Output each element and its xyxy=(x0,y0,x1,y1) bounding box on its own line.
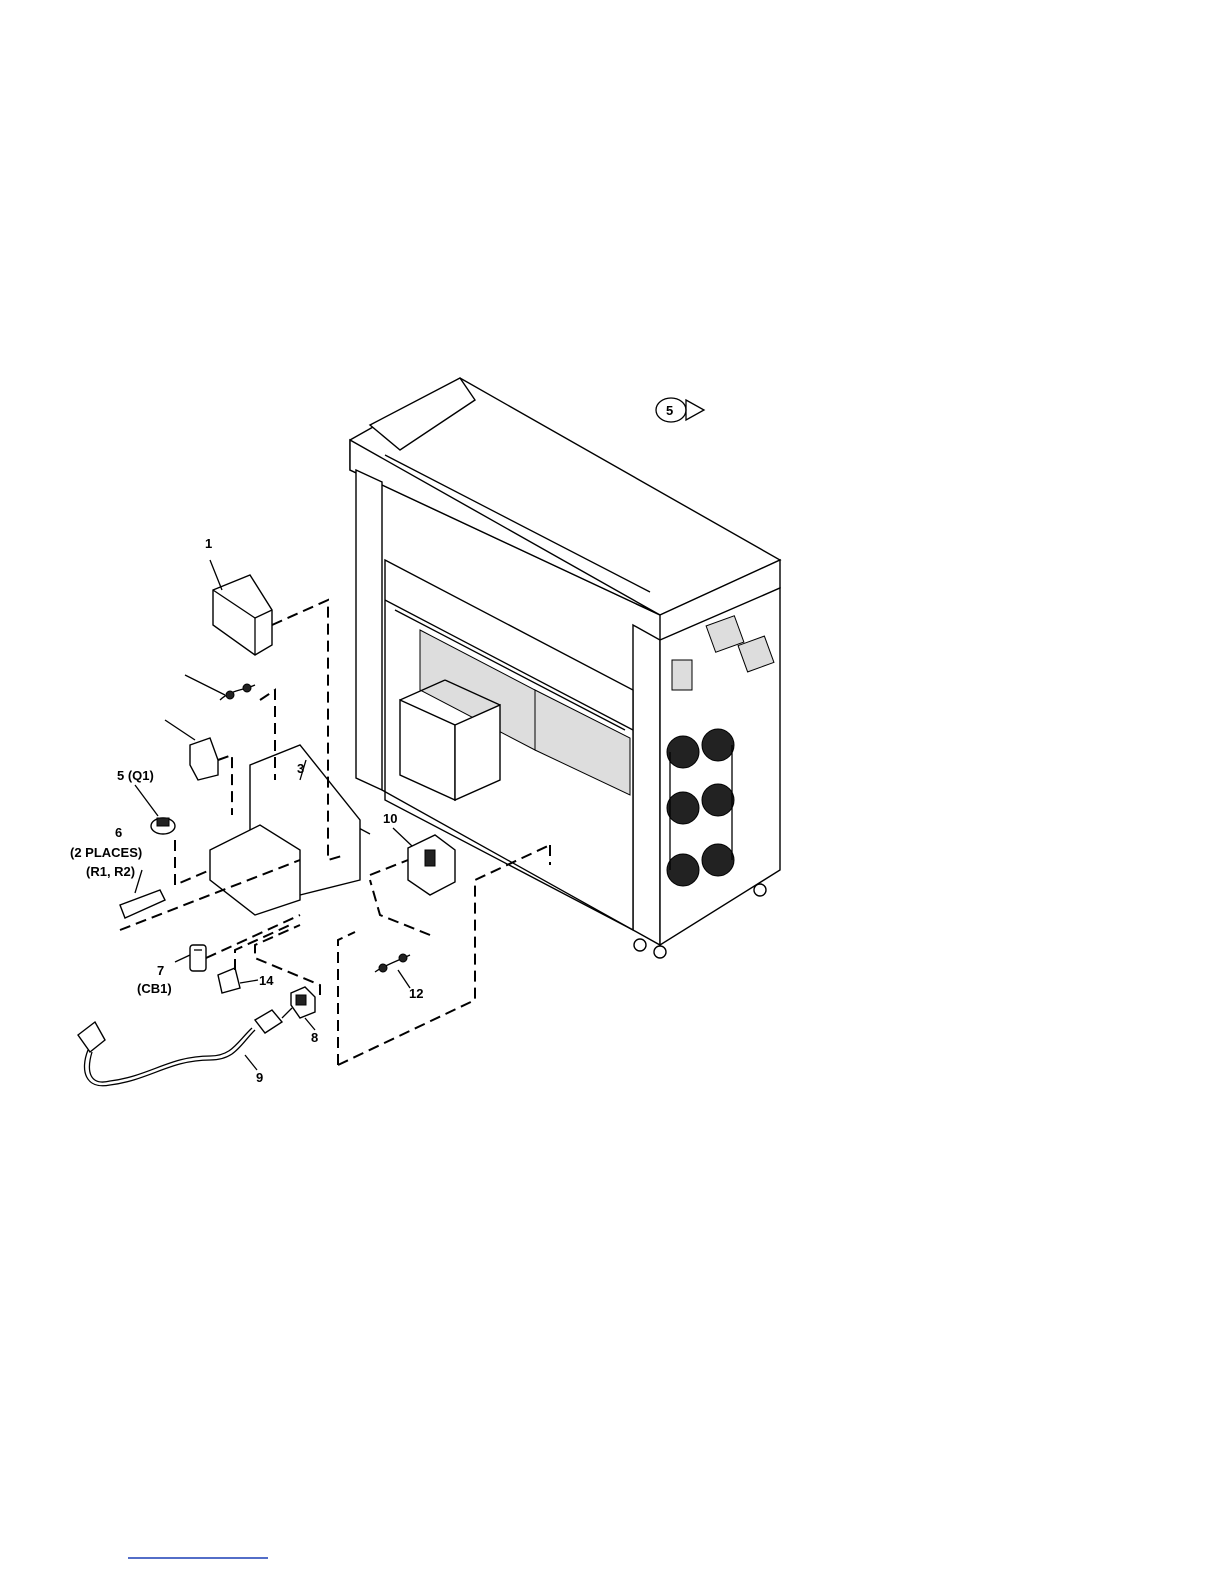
callout-item-7: 7 xyxy=(157,963,164,978)
callout-item-7-ref: (CB1) xyxy=(137,981,172,996)
callout-item-6-refs: (R1, R2) xyxy=(86,864,135,879)
part-1-box: 1 xyxy=(205,536,272,655)
callout-item-8: 8 xyxy=(311,1030,318,1045)
view-flag: 5 xyxy=(656,398,704,422)
callout-item-5-q1: 5 (Q1) xyxy=(117,768,154,783)
callout-item-10: 10 xyxy=(383,811,397,826)
callout-item-3: 3 xyxy=(297,761,304,776)
callout-item-12: 12 xyxy=(409,986,423,1001)
part-relay xyxy=(165,720,218,780)
part-5-q1: 5 (Q1) xyxy=(117,768,175,834)
part-12-cable-clamp: 12 xyxy=(375,954,423,1001)
part-clamp-top xyxy=(185,675,255,700)
part-9-power-cord: 9 xyxy=(78,1008,292,1086)
view-flag-label: 5 xyxy=(666,403,673,418)
callout-item-9: 9 xyxy=(256,1070,263,1085)
callout-item-14: 14 xyxy=(259,973,274,988)
part-7-breaker: 7 (CB1) xyxy=(137,945,206,996)
part-3-bracket: 3 xyxy=(210,745,360,915)
part-8-connector: 8 xyxy=(291,987,318,1045)
callout-item-6: 6 xyxy=(115,825,122,840)
part-14-clip: 14 xyxy=(218,968,274,993)
callout-item-1: 1 xyxy=(205,536,212,551)
part-6-resistor: 6 (2 PLACES) (R1, R2) xyxy=(70,825,165,918)
callout-item-6-places: (2 PLACES) xyxy=(70,845,142,860)
